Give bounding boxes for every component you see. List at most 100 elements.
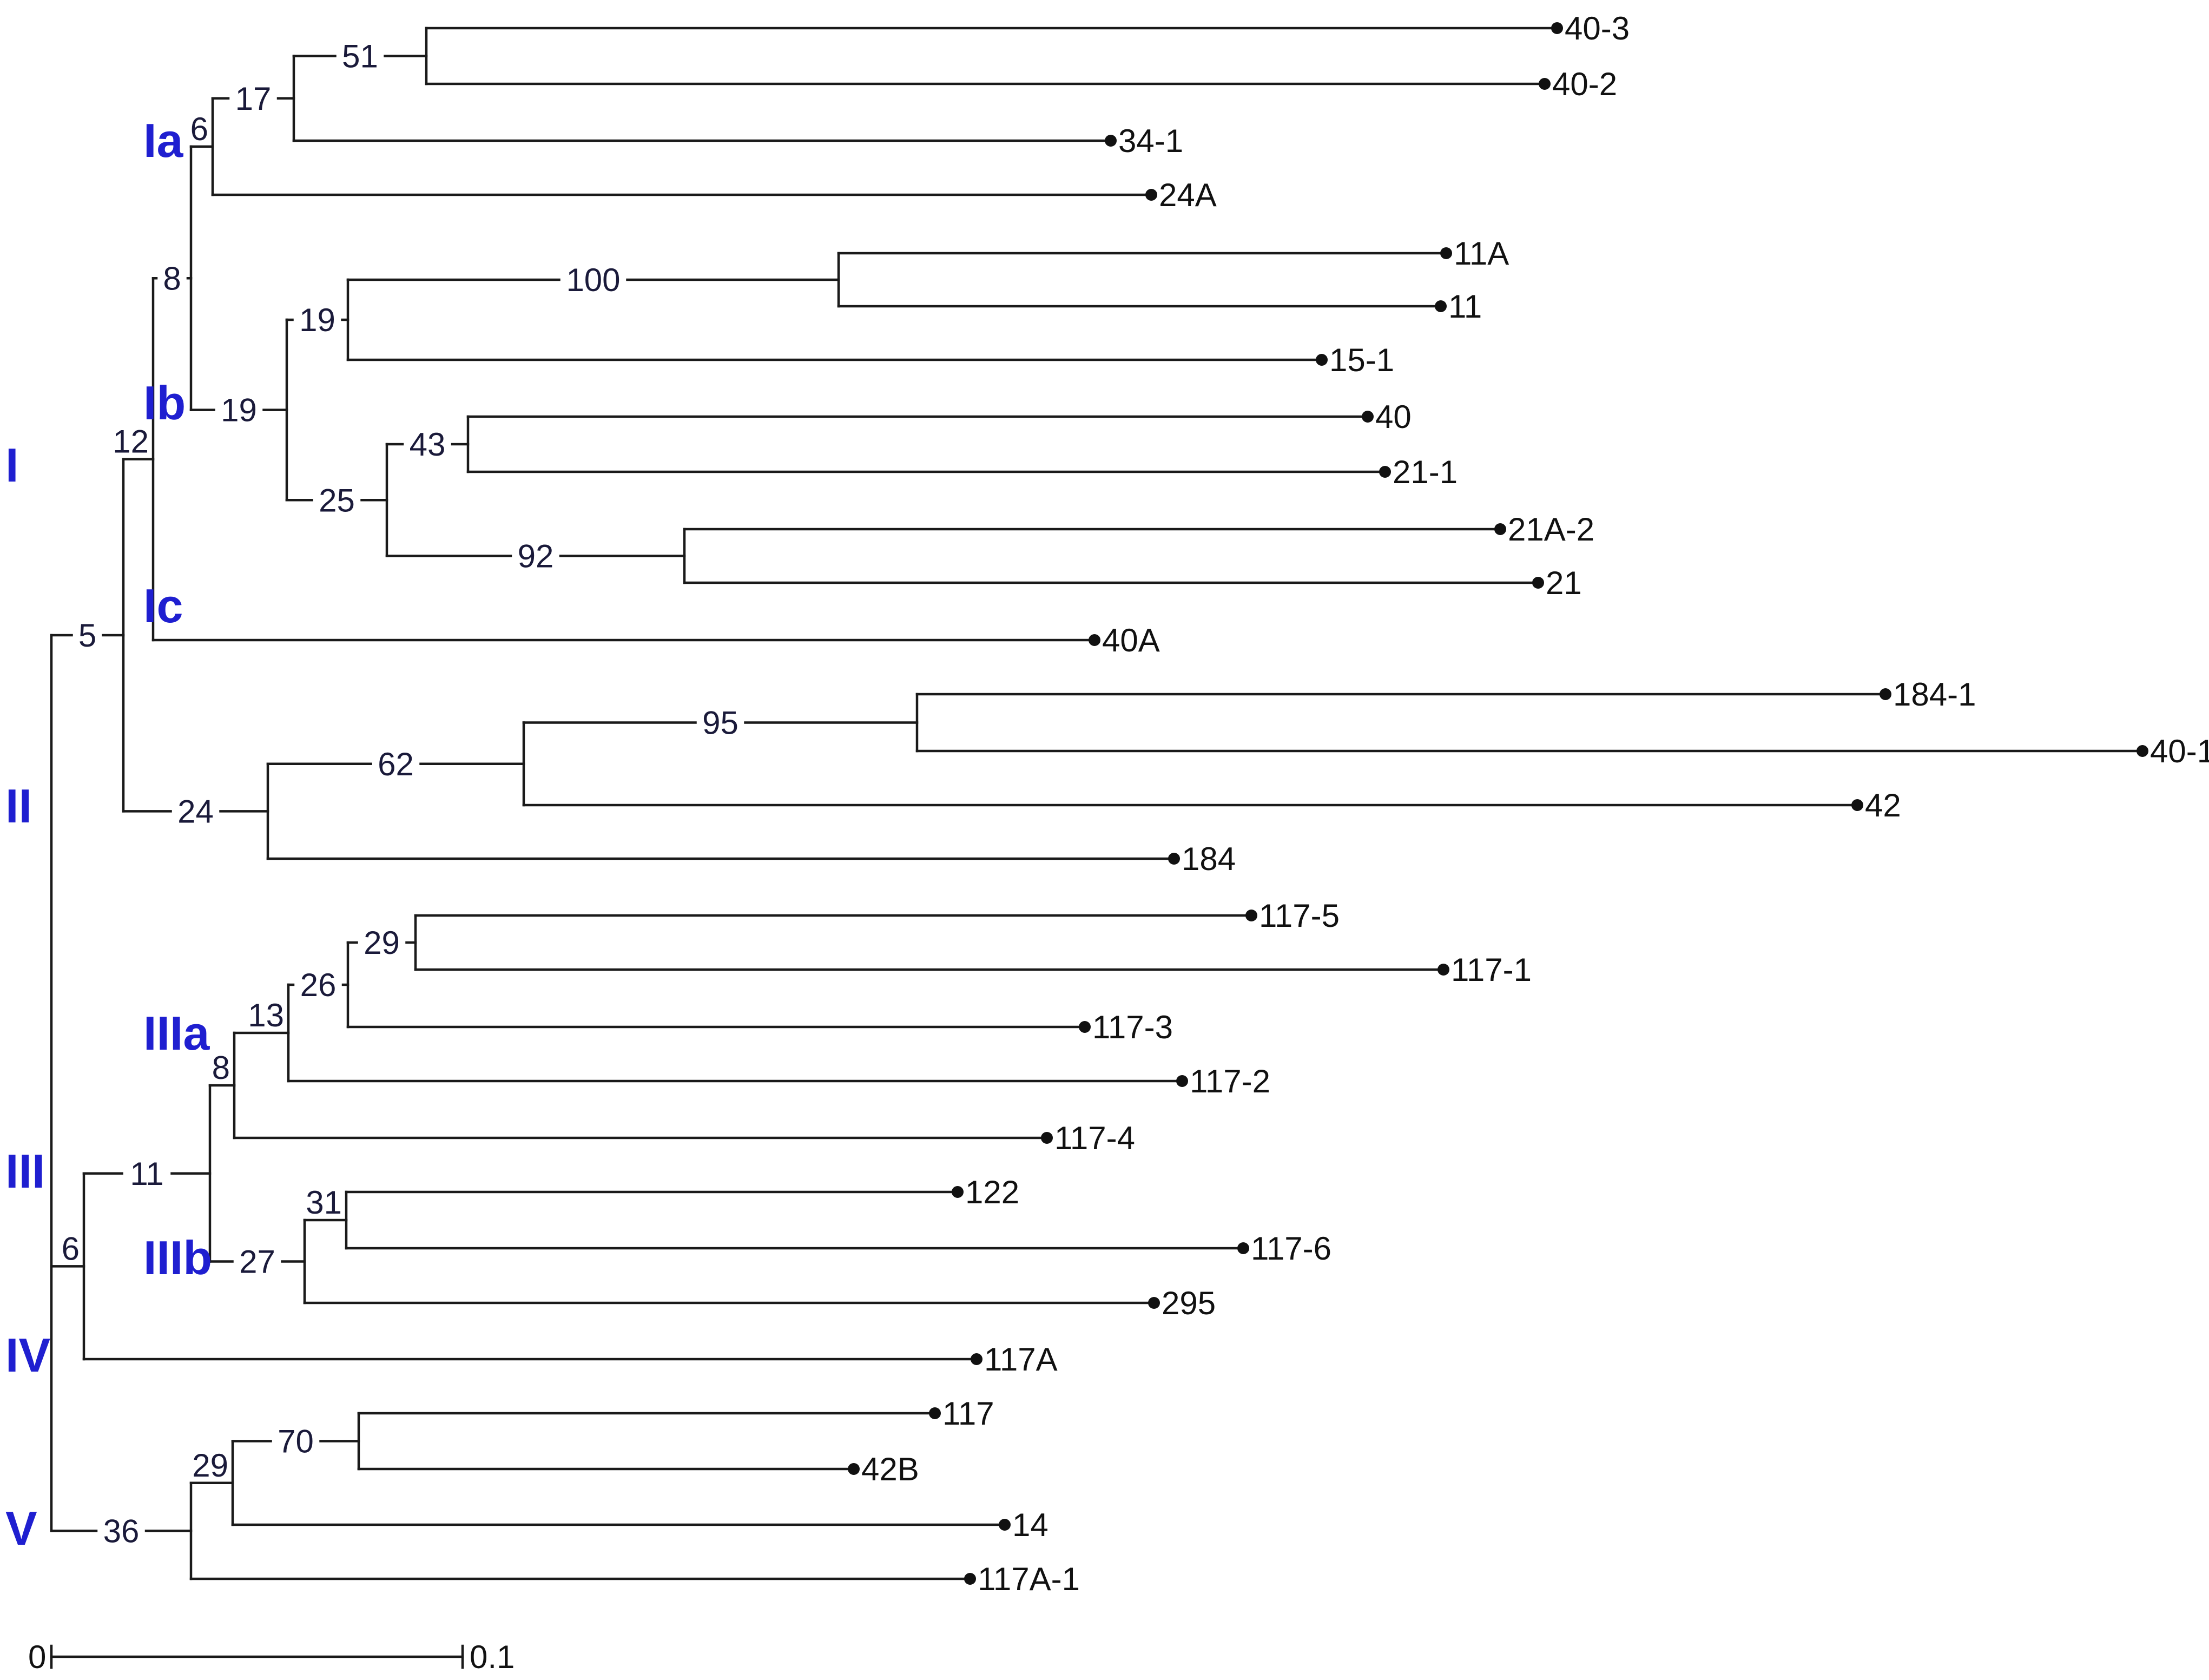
leaf-marker <box>1237 1242 1249 1254</box>
leaf-marker <box>999 1519 1011 1531</box>
leaf-marker <box>1145 189 1157 201</box>
leaf-label: 42B <box>861 1451 919 1487</box>
leaf-label: 21-1 <box>1393 454 1458 490</box>
leaf-label: 11A <box>1454 235 1509 272</box>
leaf-marker <box>1168 853 1180 865</box>
leaf-label: 42 <box>1865 787 1901 823</box>
leaf-marker <box>1440 247 1452 259</box>
leaf-label: 117-5 <box>1259 898 1340 934</box>
bootstrap-value: 92 <box>518 538 554 575</box>
leaf-marker <box>929 1407 941 1419</box>
leaf-marker <box>1176 1075 1188 1087</box>
tree-branches <box>50 27 2144 1580</box>
leaf-marker <box>1105 135 1117 147</box>
leaf-marker <box>1438 964 1449 976</box>
leaf-label: 14 <box>1012 1507 1049 1543</box>
leaf-marker <box>1089 634 1100 646</box>
bootstrap-value: 62 <box>378 746 414 782</box>
leaf-marker <box>1379 466 1391 478</box>
leaf-label: 40-3 <box>1565 10 1630 47</box>
leaf-label: 34-1 <box>1118 123 1183 159</box>
bootstrap-value: 95 <box>702 705 738 741</box>
leaf-marker <box>952 1186 964 1198</box>
leaf-label: 117A <box>984 1341 1058 1378</box>
leaf-marker <box>1532 577 1544 589</box>
leaf-label: 40 <box>1375 399 1412 435</box>
leaf-label: 184 <box>1182 841 1236 877</box>
leaf-marker <box>1494 523 1506 535</box>
leaf-marker <box>848 1463 860 1475</box>
leaf-label: 15-1 <box>1329 342 1394 378</box>
bootstrap-value: 6 <box>190 111 208 147</box>
leaf-marker <box>1316 354 1328 366</box>
leaf-marker <box>971 1353 982 1365</box>
leaf-marker <box>1362 411 1374 423</box>
leaf-label: 122 <box>965 1174 1019 1210</box>
clade-label-iiib: IIIb <box>143 1231 212 1284</box>
leaf-label: 295 <box>1162 1285 1216 1321</box>
leaf-label: 21 <box>1546 565 1582 601</box>
leaf-label: 117-4 <box>1054 1120 1135 1156</box>
clade-label-ia: Ia <box>143 114 183 167</box>
leaf-marker <box>1245 910 1257 921</box>
leaf-marker <box>1880 688 1891 700</box>
clade-label-ib: Ib <box>143 376 186 430</box>
bootstrap-value: 11 <box>130 1156 163 1192</box>
clade-label-v: V <box>5 1501 37 1555</box>
leaf-label: 117-3 <box>1092 1009 1173 1045</box>
leaf-label: 40-2 <box>1552 66 1617 102</box>
bootstrap-value: 5 <box>78 617 96 654</box>
leaf-label: 24A <box>1159 177 1217 213</box>
bootstrap-value: 29 <box>364 925 400 961</box>
clade-label-ic: Ic <box>143 579 183 633</box>
bootstrap-value: 8 <box>163 260 181 297</box>
leaf-label: 40A <box>1102 622 1160 658</box>
bootstrap-value: 19 <box>221 392 257 429</box>
leaf-label: 40-1 <box>2150 733 2209 769</box>
bootstrap-value: 12 <box>113 424 149 460</box>
clade-label-i: I <box>5 438 18 492</box>
leaf-label: 184-1 <box>1893 676 1976 713</box>
scale-start-label: 0 <box>28 1639 46 1675</box>
bootstrap-value: 6 <box>62 1230 80 1267</box>
leaf-marker <box>2137 745 2148 757</box>
bootstrap-value: 29 <box>192 1447 228 1484</box>
leaf-marker <box>1539 78 1551 90</box>
leaf-marker <box>1041 1132 1053 1144</box>
bootstrap-value: 43 <box>410 426 446 463</box>
bootstrap-value: 51 <box>342 38 378 75</box>
leaf-marker <box>1551 22 1563 34</box>
leaf-label: 117A-1 <box>978 1561 1080 1597</box>
leaf-label: 117-6 <box>1251 1230 1331 1267</box>
bootstrap-value: 31 <box>306 1184 342 1221</box>
leaf-marker <box>964 1573 976 1585</box>
scale-bar: 0 0.1 <box>28 1639 515 1675</box>
bootstrap-value: 17 <box>235 81 272 117</box>
bootstrap-value: 36 <box>103 1513 140 1549</box>
bootstrap-value: 24 <box>177 793 214 829</box>
bootstrap-value: 8 <box>212 1050 230 1086</box>
leaf-marker <box>1079 1021 1091 1033</box>
clade-label-iiia: IIIa <box>143 1006 210 1060</box>
bootstrap-value: 100 <box>566 262 620 298</box>
bootstrap-value: 27 <box>239 1244 275 1280</box>
leaf-label: 117-1 <box>1451 952 1532 988</box>
bootstrap-value: 26 <box>300 967 337 1003</box>
clade-label-iii: III <box>5 1144 45 1198</box>
bootstrap-value: 19 <box>299 302 335 338</box>
tree-node-labels: 5 12 8 6 17 51 19 19 100 25 43 92 24 62 95 6 11 8 13 26 29 27… <box>62 38 738 1550</box>
leaf-label: 21A-2 <box>1508 511 1594 548</box>
leaf-label: 11 <box>1448 288 1482 325</box>
leaf-label: 117-2 <box>1190 1063 1270 1099</box>
clade-label-iv: IV <box>5 1328 50 1382</box>
bootstrap-value: 70 <box>278 1424 314 1460</box>
leaf-marker <box>1851 799 1863 811</box>
leaf-marker <box>1435 300 1447 312</box>
bootstrap-value: 25 <box>319 482 355 518</box>
leaf-marker <box>1148 1297 1160 1309</box>
clade-label-ii: II <box>5 779 32 833</box>
tree-leaves: 40-3 40-2 34-1 24A 11A 11 15-1 40 21-1 21A-2 21 40A… <box>848 10 2209 1597</box>
bootstrap-value: 13 <box>248 997 284 1033</box>
leaf-label: 117 <box>942 1395 994 1432</box>
